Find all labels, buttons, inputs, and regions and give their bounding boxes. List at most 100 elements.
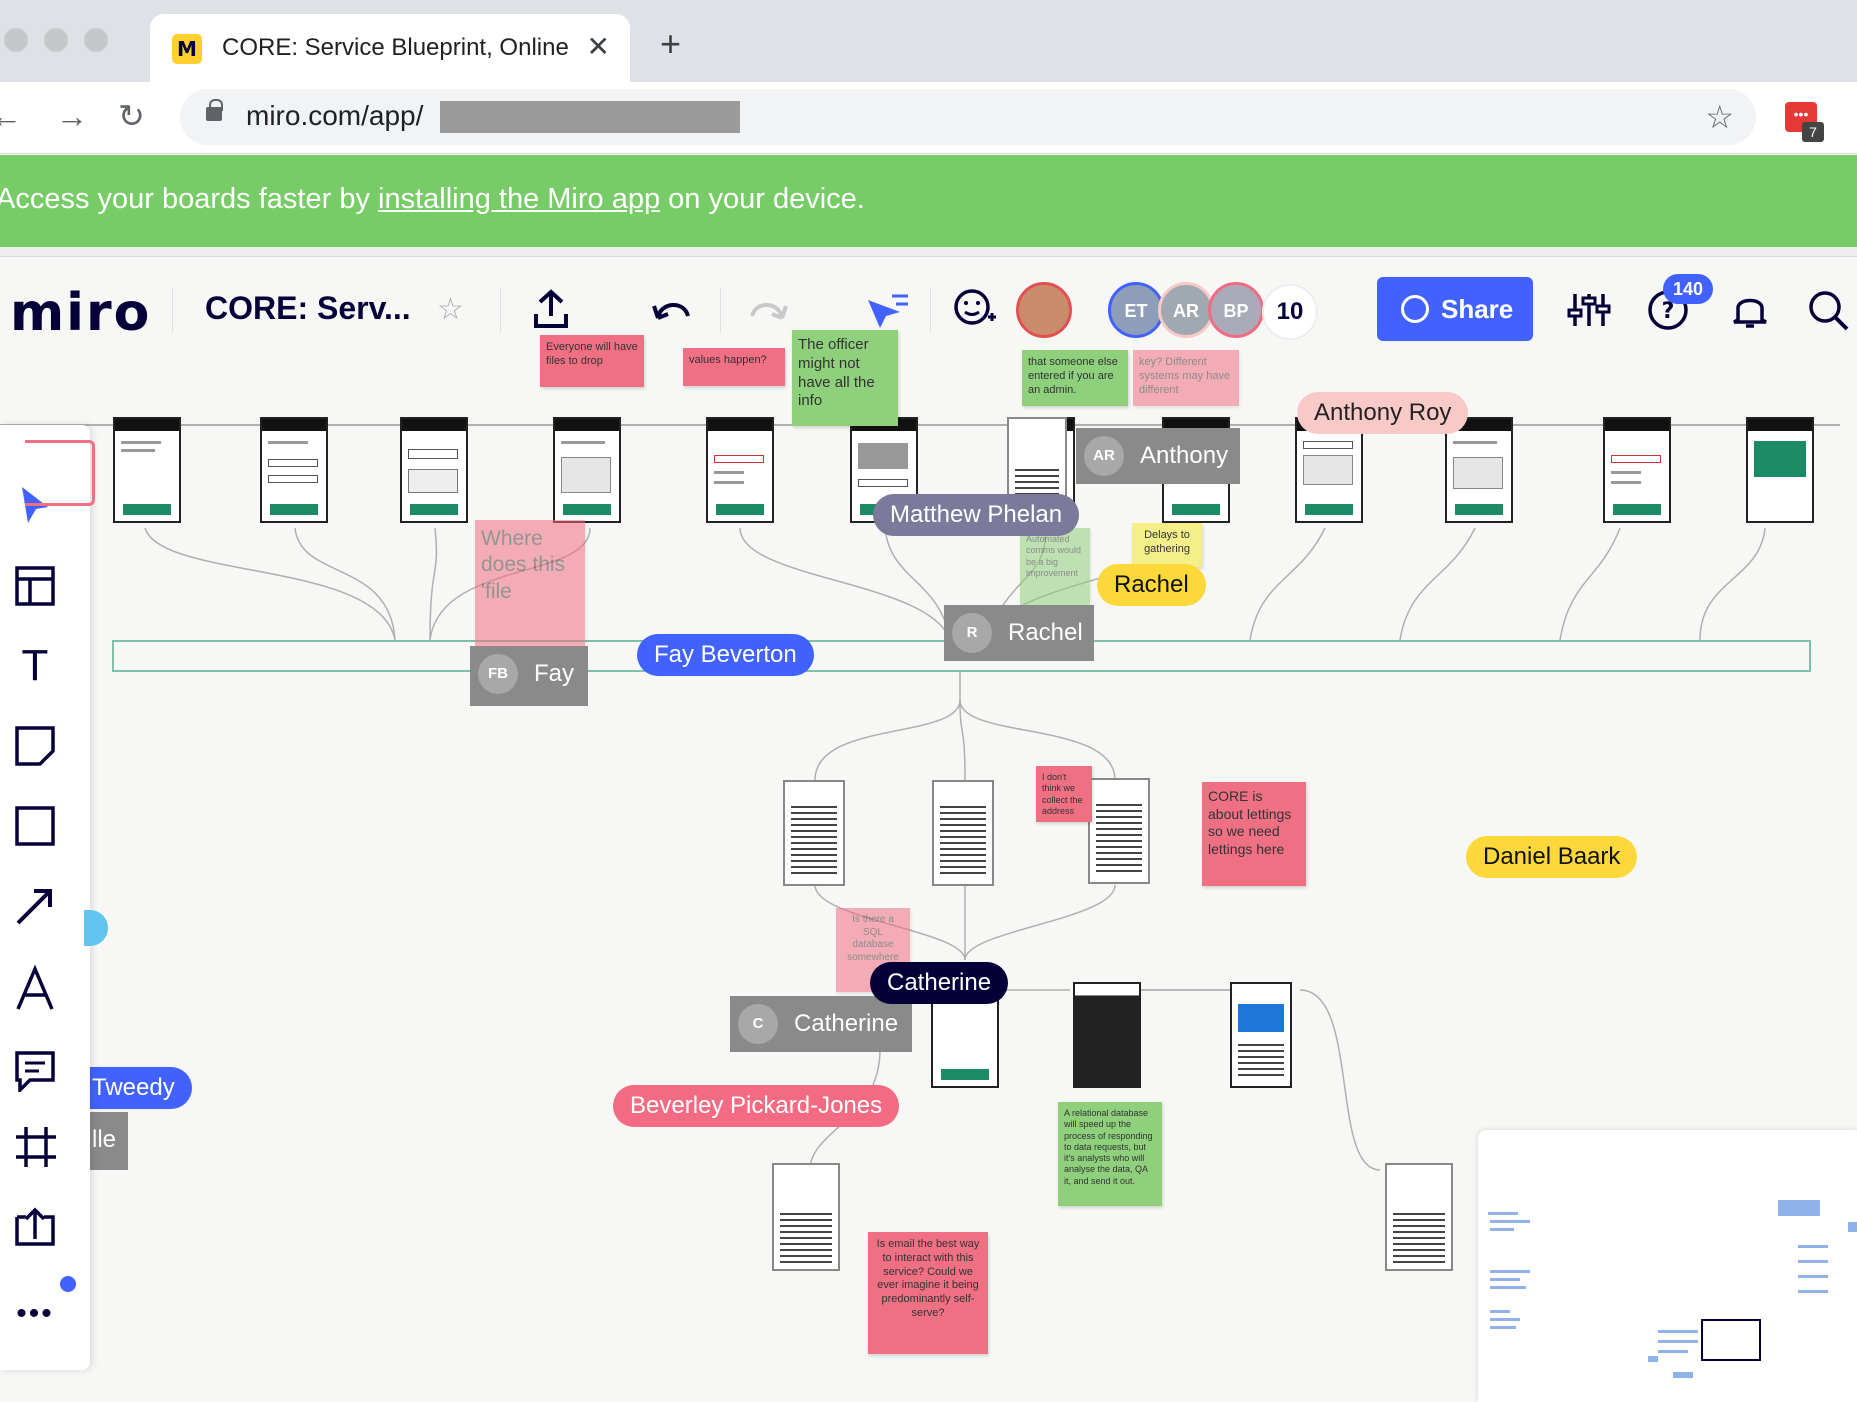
screen-wireframe[interactable] (260, 417, 328, 523)
sticky-note[interactable]: Everyone will have files to drop (540, 335, 644, 387)
window-minimize-button[interactable] (44, 28, 68, 52)
templates-icon[interactable] (14, 565, 56, 607)
sticky-note[interactable]: Automated comms would be a big improveme… (1020, 528, 1090, 606)
connection-line-icon[interactable] (14, 885, 56, 927)
undo-icon[interactable] (650, 294, 692, 324)
forward-arrow-icon[interactable]: → (56, 98, 88, 134)
upload-icon[interactable] (530, 288, 572, 330)
cursor-label: Tweedy (70, 1067, 192, 1109)
redo-icon[interactable] (748, 294, 790, 324)
sticky-note[interactable]: A relational database will speed up the … (1058, 1102, 1162, 1206)
tool-palette: T ••• (0, 425, 90, 1370)
screen-wireframe[interactable] (1445, 417, 1513, 523)
back-arrow-icon[interactable]: ← (0, 98, 22, 134)
address-bar[interactable]: miro.com/app/ ☆ (180, 89, 1756, 145)
bell-icon[interactable] (1728, 288, 1772, 332)
more-tools-icon[interactable]: ••• (16, 1297, 54, 1330)
sticky-note[interactable]: The officer might not have all the info (792, 330, 898, 426)
sticky-note[interactable]: key? Different systems may have differen… (1133, 350, 1239, 406)
participant-avatar[interactable]: AR (1158, 282, 1214, 338)
screen-wireframe[interactable] (706, 417, 774, 523)
tab-title: CORE: Service Blueprint, Online (222, 34, 569, 61)
toolbar-divider (930, 288, 931, 332)
sticky-note[interactable]: Is email the best way to interact with t… (868, 1232, 988, 1354)
screen-wireframe[interactable] (1746, 417, 1814, 523)
backend-document[interactable] (783, 780, 845, 886)
install-app-link[interactable]: installing the Miro app (378, 183, 661, 215)
sticky-note[interactable]: CORE is about lettings so we need lettin… (1202, 782, 1306, 886)
avatar: R (952, 613, 992, 653)
board-title[interactable]: CORE: Serv... (205, 290, 411, 326)
bookmark-star-icon[interactable]: ☆ (1705, 99, 1734, 135)
participant-count[interactable]: 10 (1262, 284, 1318, 340)
window-zoom-button[interactable] (84, 28, 108, 52)
mhclg-document[interactable] (1230, 982, 1292, 1088)
screen-wireframe[interactable] (553, 417, 621, 523)
browser-tab[interactable]: M CORE: Service Blueprint, Online ✕ (150, 14, 630, 82)
banner-divider (0, 247, 1857, 257)
participant-avatar[interactable]: BP (1208, 282, 1264, 338)
upload-tool-icon[interactable] (14, 1205, 56, 1247)
favorite-star-icon[interactable]: ☆ (437, 293, 464, 326)
install-app-banner: Access your boards faster by installing … (0, 155, 1857, 247)
reload-icon[interactable]: ↻ (118, 98, 145, 134)
screen-wireframe[interactable] (113, 417, 181, 523)
screen-wireframe[interactable] (1603, 417, 1671, 523)
dark-screen-wireframe[interactable] (1073, 982, 1141, 1088)
miro-favicon-icon: M (172, 34, 202, 64)
sticky-note[interactable]: that someone else entered if you are an … (1022, 350, 1128, 406)
sticky-note[interactable]: I don't think we collect the address (1036, 766, 1092, 822)
avatar: AR (1084, 436, 1124, 476)
email-document[interactable] (1385, 1163, 1453, 1271)
minimap-content (1488, 1200, 1857, 1378)
miro-logo[interactable]: miro (10, 283, 152, 343)
avatar: C (738, 1004, 778, 1044)
toolbar-divider (172, 288, 173, 332)
settings-sliders-icon[interactable] (1567, 290, 1611, 330)
frame-icon[interactable] (14, 1125, 58, 1169)
cursor-label: Rachel (1097, 564, 1206, 606)
sticky-note[interactable]: values happen? (683, 348, 785, 386)
search-icon[interactable] (1806, 288, 1850, 332)
cursor-label: Fay Beverton (637, 634, 814, 676)
pen-icon[interactable] (14, 965, 56, 1011)
window-close-button[interactable] (4, 28, 28, 52)
backend-document[interactable] (932, 780, 994, 886)
browser-tab-bar: M CORE: Service Blueprint, Online ✕ + (0, 0, 1857, 82)
new-tab-icon[interactable]: + (660, 23, 682, 64)
tab-close-icon[interactable]: ✕ (586, 31, 610, 62)
sticky-note[interactable]: Where does this 'file (475, 520, 585, 650)
screen-wireframe[interactable] (400, 417, 468, 523)
invite-emoji-icon[interactable] (952, 285, 998, 331)
cursor-label: Matthew Phelan (873, 494, 1080, 536)
comment-icon[interactable] (14, 1050, 56, 1092)
sticky-note[interactable]: Delays to gathering (1132, 523, 1202, 567)
svg-text:?: ? (1662, 299, 1675, 324)
text-tool-icon[interactable]: T (21, 641, 49, 690)
user-avatar[interactable] (1016, 282, 1072, 338)
sticky-note-icon[interactable] (14, 725, 56, 767)
backend-document[interactable] (1088, 778, 1150, 884)
avatar: FB (478, 654, 518, 694)
cursor-label: Catherine (870, 962, 1009, 1004)
email-document[interactable] (772, 1163, 840, 1271)
sticky-edge (25, 440, 95, 506)
globe-icon (1401, 295, 1429, 323)
minimap[interactable] (1478, 1130, 1857, 1402)
participant-avatar[interactable]: ET (1108, 282, 1164, 338)
url-text: miro.com/app/ (246, 100, 424, 131)
lock-icon (206, 99, 223, 121)
cursor-label: Beverley Pickard-Jones (613, 1085, 900, 1127)
banner-text: Access your boards faster by installing … (0, 183, 865, 215)
reactions-cursor-icon[interactable] (864, 288, 910, 330)
toolbar-divider (720, 288, 721, 332)
shape-rectangle-icon[interactable] (14, 805, 56, 847)
extension-badge: 7 (1802, 122, 1824, 142)
notification-count-badge: 140 (1663, 274, 1713, 304)
presence-elle: lle (90, 1112, 128, 1170)
share-button[interactable]: Share (1377, 277, 1533, 341)
